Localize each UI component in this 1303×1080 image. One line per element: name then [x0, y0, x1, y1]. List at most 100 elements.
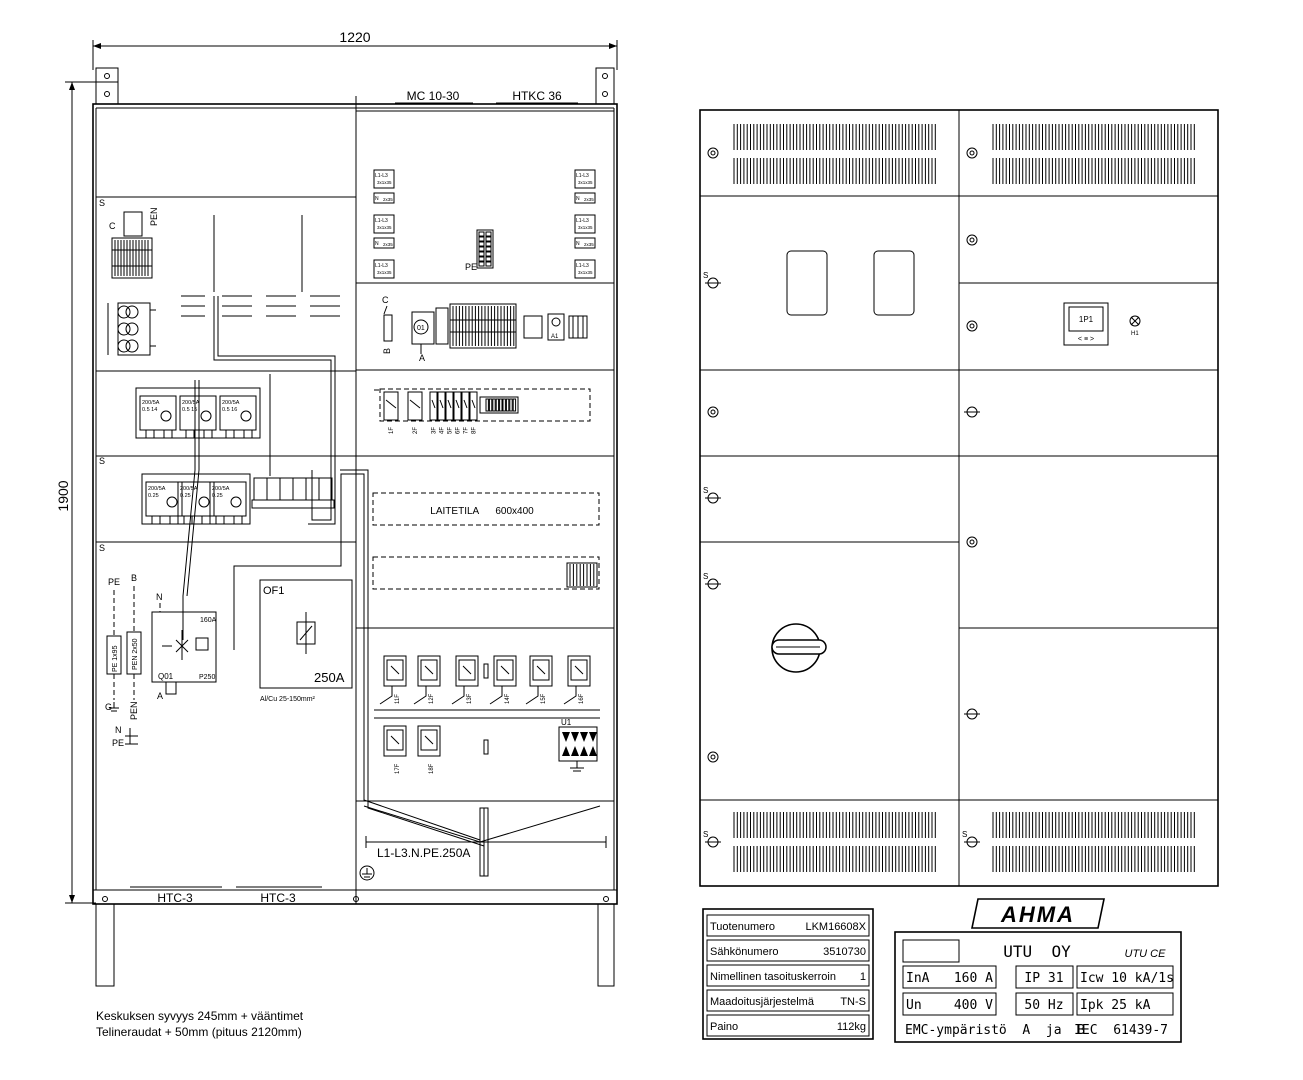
breaker-rating: 160A	[200, 617, 217, 624]
fuse-switch	[209, 481, 247, 517]
lock-core	[969, 150, 975, 156]
pe-clamp	[478, 241, 485, 247]
info-value: 1	[860, 971, 866, 983]
lock-core	[710, 754, 716, 760]
g-label: G	[105, 702, 112, 712]
fuse-frame	[135, 387, 261, 439]
c-label-right: C	[382, 295, 389, 305]
breaker	[437, 391, 446, 421]
maker-text: UTU OY	[1003, 942, 1071, 961]
breaker-switch	[463, 399, 468, 409]
breaker	[383, 391, 399, 421]
pe-clamp	[485, 241, 492, 247]
breaker-switch	[455, 399, 460, 409]
pe-clamp	[485, 256, 492, 262]
terminal-label: N	[375, 241, 379, 247]
cable-terminal-of1: OF1 250A Al/Cu 25-150mm²	[259, 579, 353, 703]
indicator-lamp-h1: H1	[1129, 315, 1141, 337]
terminal-size: 2x35	[383, 242, 393, 247]
breaker-label: 18F	[429, 763, 435, 774]
breaker-face	[496, 659, 514, 681]
info-row	[706, 939, 870, 962]
fuse-switch	[179, 395, 217, 431]
breaker-switch	[471, 399, 476, 409]
a-label-right: A	[419, 353, 425, 363]
pe-bus-label: PE 1x95	[112, 645, 119, 672]
main-switch-q01: N 160A Q01 P250 A	[151, 592, 217, 701]
fuse-knob	[200, 410, 212, 422]
s-mark: S	[703, 486, 708, 495]
terminal-size: 3x1x35	[578, 225, 593, 230]
breaker	[417, 655, 441, 687]
breaker-cable	[379, 686, 393, 705]
terminal-clamp	[509, 398, 513, 412]
breaker-face	[420, 659, 438, 681]
breaker	[493, 655, 517, 687]
breaker-label: 13F	[467, 693, 473, 704]
pen-terminal-block: C PEN	[109, 207, 159, 279]
terminal-label: L1-L3	[375, 173, 388, 179]
instrument-buttons: < ≡ >	[1078, 336, 1094, 343]
height-dimension: 1900	[55, 480, 71, 511]
pe-label-top: PE	[108, 577, 120, 587]
surge-mark	[589, 732, 597, 742]
breaker-cable	[413, 686, 427, 705]
breaker-label: 8F	[472, 427, 478, 434]
fuse-rating: 200/5A	[212, 486, 230, 492]
terminal-label: L1-L3	[576, 173, 589, 179]
fuse-knob	[166, 496, 178, 508]
pe-clamp	[485, 251, 492, 257]
fuse-sub: 0.25	[212, 493, 223, 499]
breaker-label: 7F	[464, 427, 470, 434]
breaker-label: 12F	[429, 693, 435, 704]
surge-mark	[580, 746, 588, 756]
cert-marks: UTU CE	[1125, 948, 1167, 960]
lock-round	[966, 320, 978, 332]
plate-cell	[1076, 965, 1174, 989]
info-label: Paino	[710, 1021, 738, 1033]
surge-mark	[589, 746, 597, 756]
fuse-knob	[230, 496, 242, 508]
breaker-switch	[462, 665, 472, 675]
fuse-foot	[145, 429, 155, 439]
main-switch-handle	[771, 623, 827, 673]
terminal	[574, 214, 596, 234]
brand-badge	[971, 898, 1105, 929]
plate-cell	[902, 965, 997, 989]
device-space-label: LAITETILA 600x400	[430, 506, 534, 517]
fuse-rating: 200/5A	[222, 400, 240, 406]
terminal	[373, 192, 395, 204]
fuse-knob	[160, 410, 172, 422]
terminal	[373, 259, 395, 279]
pe-clamp	[478, 246, 485, 252]
breaker	[407, 391, 423, 421]
info-label: Nimellinen tasoituskerroin	[710, 971, 836, 983]
breaker	[567, 655, 591, 687]
emc-text: EMC-ympäristö A ja B	[905, 1023, 1085, 1038]
breaker	[469, 391, 478, 421]
breaker-label: 16F	[579, 693, 585, 704]
breaker-id: Q01	[158, 672, 174, 681]
terminal-block	[479, 396, 519, 414]
c-label: C	[109, 221, 116, 231]
lamp-label: H1	[1131, 331, 1139, 337]
spacer	[483, 739, 489, 755]
s-label-3: S	[99, 543, 105, 553]
plate-value: Ipk 25 kA	[1080, 998, 1151, 1013]
info-label: Maadoitusjärjestelmä	[710, 996, 815, 1008]
terminal-clamp	[502, 398, 506, 412]
terminal-clamp	[488, 398, 493, 412]
lock-core	[969, 323, 975, 329]
fuse-rating: 200/5A	[182, 400, 200, 406]
cable-spec: Al/Cu 25-150mm²	[260, 696, 316, 703]
s-mark: S	[703, 572, 708, 581]
s-label-1: S	[99, 198, 105, 208]
info-row	[706, 989, 870, 1012]
lock-core	[710, 150, 716, 156]
breaker-face	[570, 659, 588, 681]
